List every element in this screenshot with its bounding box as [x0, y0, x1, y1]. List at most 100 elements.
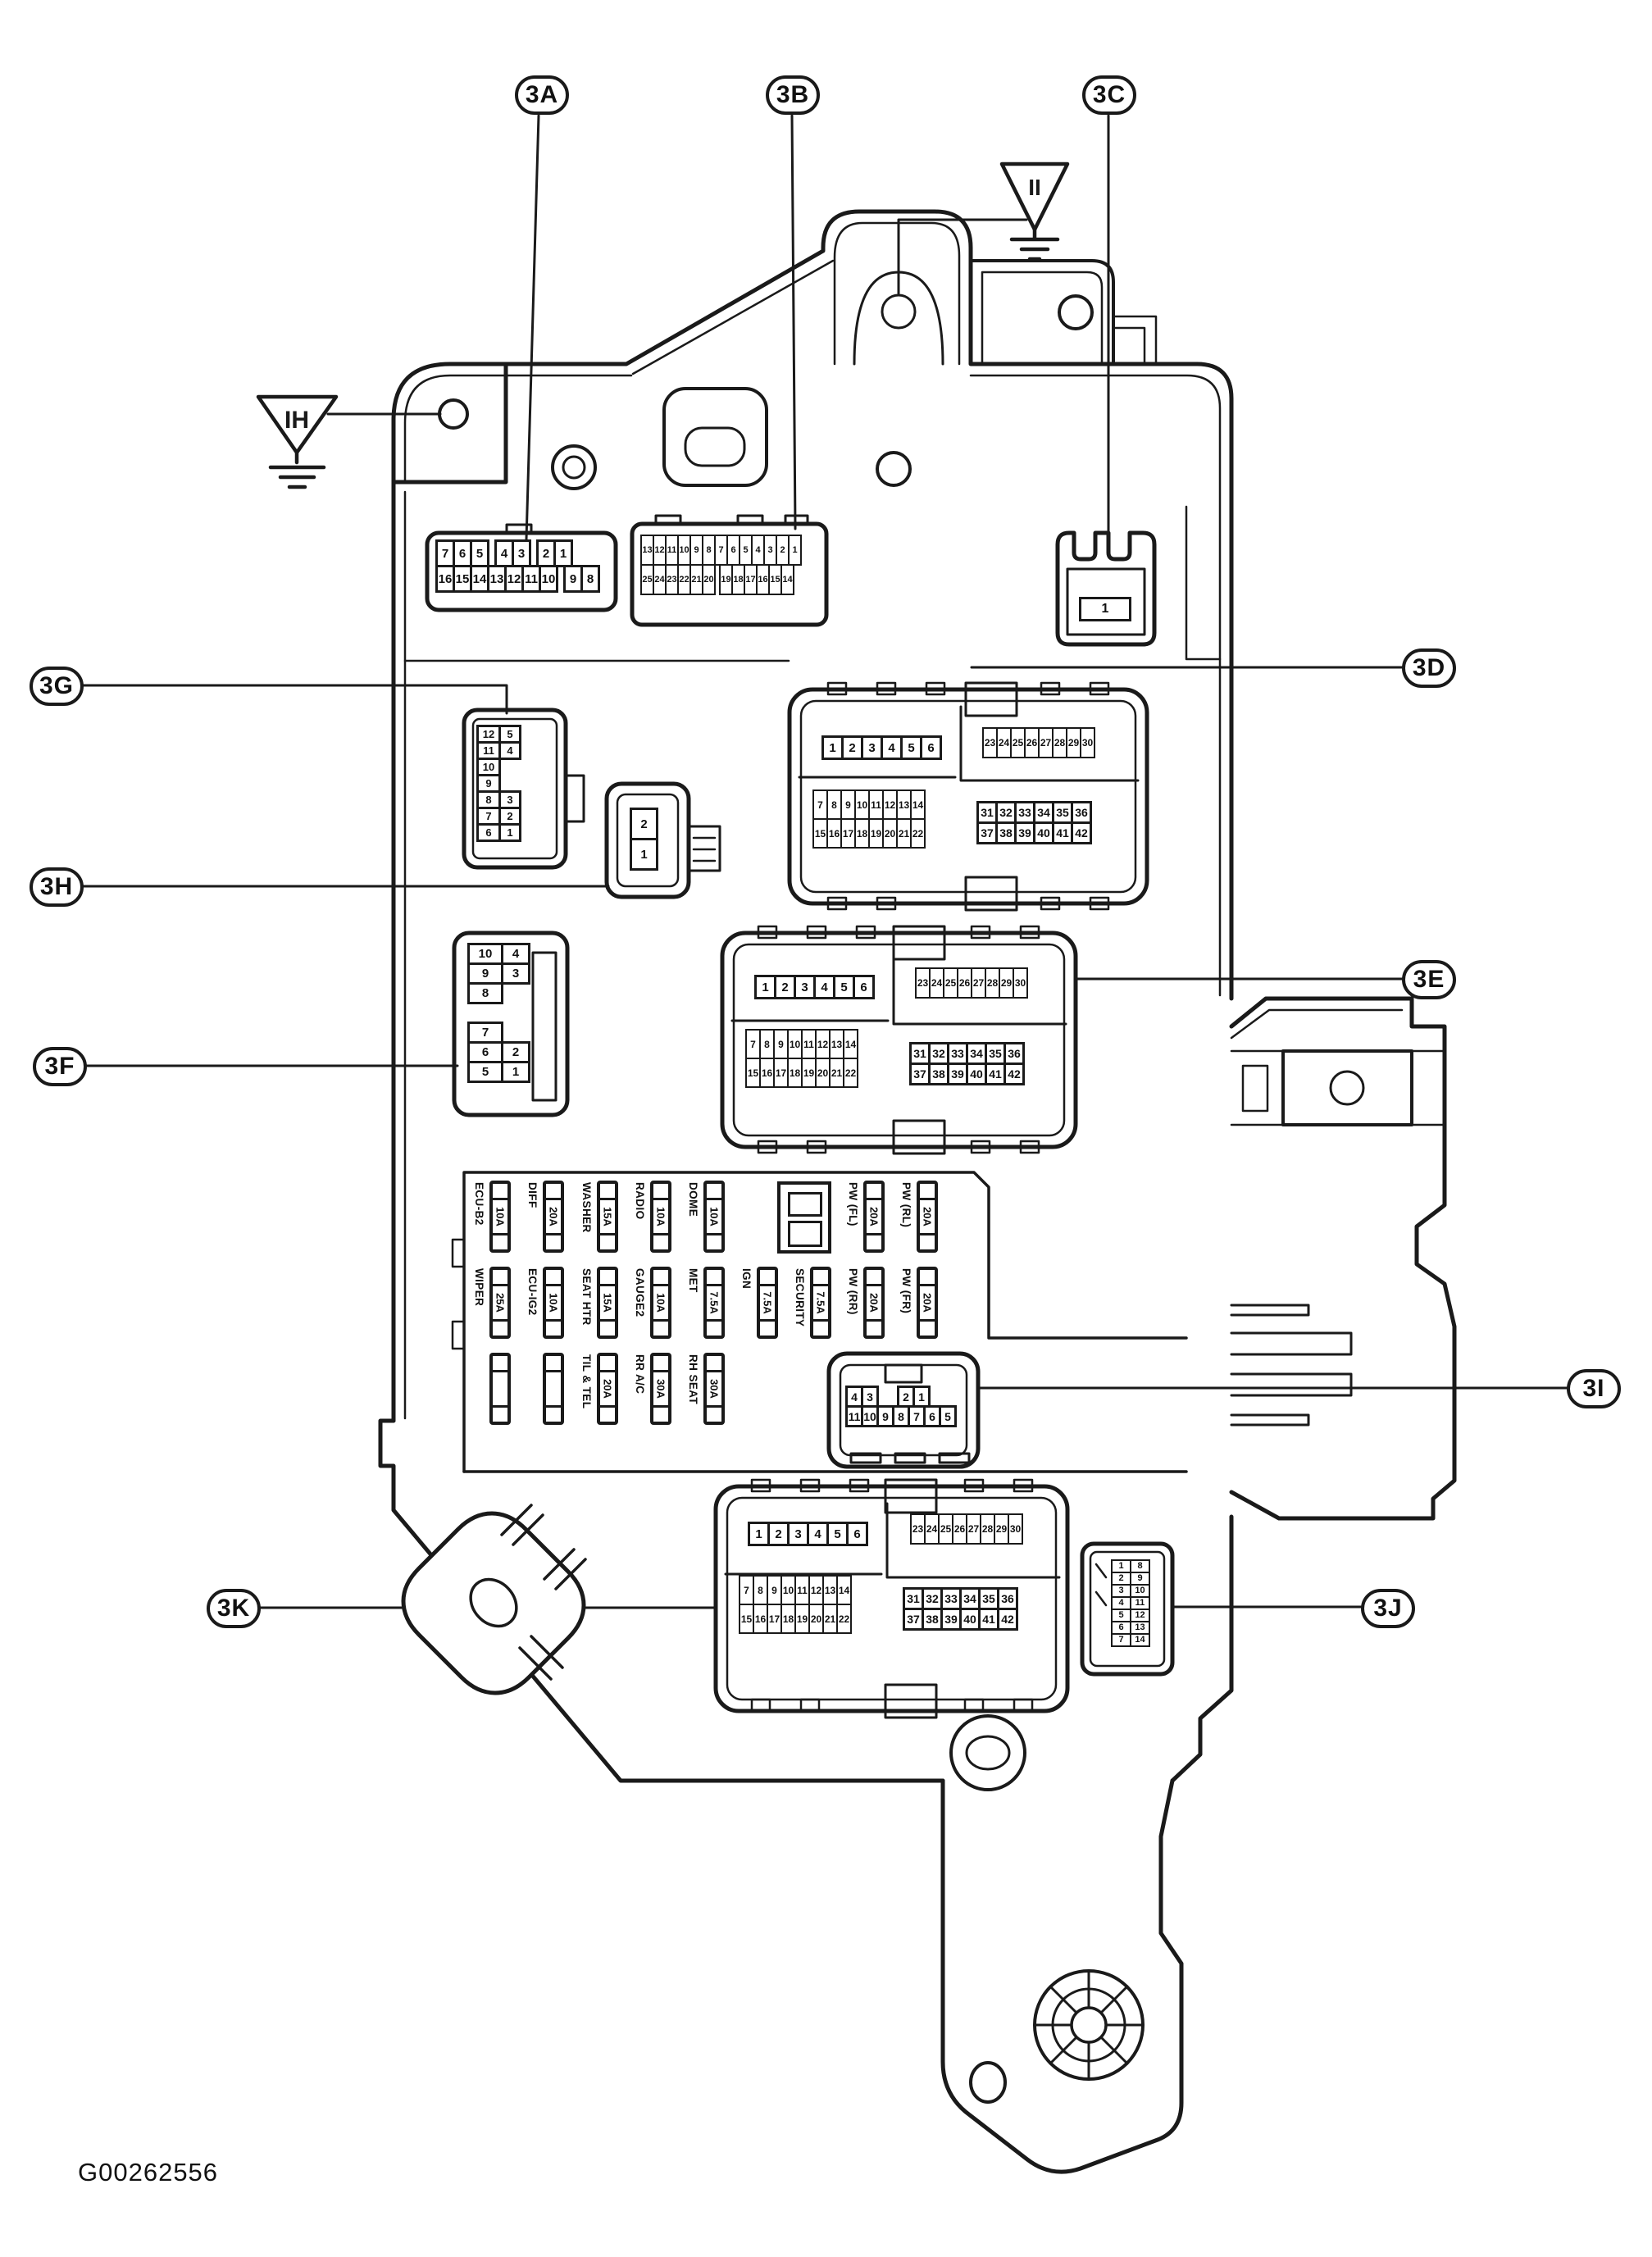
callout-3c: 3C: [1082, 75, 1136, 115]
pin-cell: 4: [807, 1522, 829, 1546]
fuse-body: 10A: [650, 1267, 671, 1339]
pin-cell: 39: [1014, 821, 1035, 844]
pin-cell: 4: [813, 975, 835, 999]
pin-cell: 20: [702, 564, 716, 595]
pin-cell: 2: [841, 735, 863, 760]
pin-cell: 3: [794, 975, 816, 999]
pin-cell: 8: [467, 982, 503, 1004]
ground-hole-ii: [881, 294, 917, 330]
fuse-amp-label: 20A: [921, 1207, 934, 1226]
pin-cell: 37: [903, 1608, 924, 1631]
fuse-amp-label: 10A: [654, 1207, 667, 1226]
fuse-body: 30A: [703, 1353, 725, 1425]
pin-cell: 12: [504, 565, 524, 593]
boss-hole: [965, 1735, 1011, 1771]
connector-3j-housing: [1080, 1541, 1175, 1677]
pin-cell: 42: [1071, 821, 1092, 844]
fuse-name-label: PW (RR): [847, 1268, 859, 1315]
pin-cell: 5: [900, 735, 922, 760]
pin-cell: 2: [501, 1041, 530, 1063]
fuse-amp-label: 15A: [601, 1207, 614, 1226]
fuse-name-label: MET: [687, 1268, 699, 1293]
pin-cell: 42: [1003, 1063, 1025, 1085]
fuse-amp-label: 7.5A: [708, 1291, 721, 1314]
ground-label-ii: II: [1028, 175, 1041, 200]
fuse-name-label: SEAT HTR: [580, 1268, 593, 1326]
fuse-name-label: WIPER: [473, 1268, 485, 1307]
tail-oval-hole: [969, 2061, 1007, 2104]
pin-cell: 17: [767, 1604, 782, 1634]
pin-cell: 36: [997, 1587, 1018, 1610]
ground-symbol-ih: IH: [256, 394, 339, 489]
pin-cell: 16: [826, 818, 842, 849]
pin-cell: 21: [896, 818, 912, 849]
block-3k-housing: [713, 1478, 1070, 1719]
pin-cell: 14: [836, 1575, 852, 1605]
ground-symbol-ii: II: [999, 162, 1070, 262]
fuse-body: 7.5A: [757, 1267, 778, 1339]
fuse: 7.5A MET: [687, 1267, 725, 1339]
fuse: 30A RH SEAT: [687, 1353, 725, 1425]
pin-cell: 14: [843, 1029, 858, 1059]
fuse-amp-label: 30A: [708, 1379, 721, 1399]
pin-cell: 24: [996, 727, 1012, 758]
fuse-name-label: PW (RL): [900, 1182, 912, 1228]
fuse-amp-label: 20A: [547, 1207, 560, 1226]
connector-3b-housing: [630, 514, 829, 627]
fuse-name-label: ECU-B2: [473, 1182, 485, 1226]
fuse-body: 30A: [650, 1353, 671, 1425]
pin-cell: 36: [1003, 1042, 1025, 1065]
pin-cell: 9: [476, 774, 501, 793]
fuse-body: 15A: [597, 1267, 618, 1339]
fuse: 15A SEAT HTR: [580, 1267, 618, 1339]
pin-gap: [501, 982, 530, 1004]
callout-3h: 3H: [30, 867, 84, 907]
pin-cell: 5: [826, 1522, 849, 1546]
fuse: 25A WIPER: [473, 1267, 511, 1339]
pin-cell: 8: [892, 1405, 910, 1427]
fuse-amp-label: 15A: [601, 1293, 614, 1313]
connector-3g-housing: [462, 708, 585, 870]
pin-cell: 30: [1008, 1513, 1023, 1545]
pin-cell: 6: [476, 823, 501, 842]
callout-3a: 3A: [515, 75, 569, 115]
pin-cell: 3: [787, 1522, 809, 1546]
pin-gap: [876, 1386, 899, 1408]
pin-cell: 1: [630, 838, 658, 871]
callout-3g: 3G: [30, 667, 84, 706]
pin-cell: 29: [994, 1513, 1009, 1545]
pin-cell: 2: [630, 808, 658, 840]
connector-3i-housing: [826, 1351, 981, 1469]
fuse-body: 15A: [597, 1181, 618, 1253]
block-3d-housing: [787, 681, 1149, 912]
fuse-body: [489, 1353, 511, 1425]
leader-3b: [790, 114, 797, 530]
fuse-empty: [489, 1353, 511, 1425]
pin-cell: 6: [920, 735, 942, 760]
fuse-body: 25A: [489, 1267, 511, 1339]
pin-cell: 22: [910, 818, 926, 849]
pin-gap: [467, 1002, 503, 1024]
pin-cell: 1: [501, 1061, 530, 1083]
pin-cell: 39: [947, 1063, 968, 1085]
fuse-body: 7.5A: [703, 1267, 725, 1339]
fuse-empty: [543, 1353, 564, 1425]
pin-cell: 10: [787, 1029, 803, 1059]
pin-cell: 1: [748, 1522, 770, 1546]
pin-cell: 38: [995, 821, 1017, 844]
bracket-tail-outline: [940, 1778, 1184, 2174]
fuse-amp-label: 7.5A: [761, 1291, 774, 1314]
fuse-name-label: RH SEAT: [687, 1354, 699, 1405]
